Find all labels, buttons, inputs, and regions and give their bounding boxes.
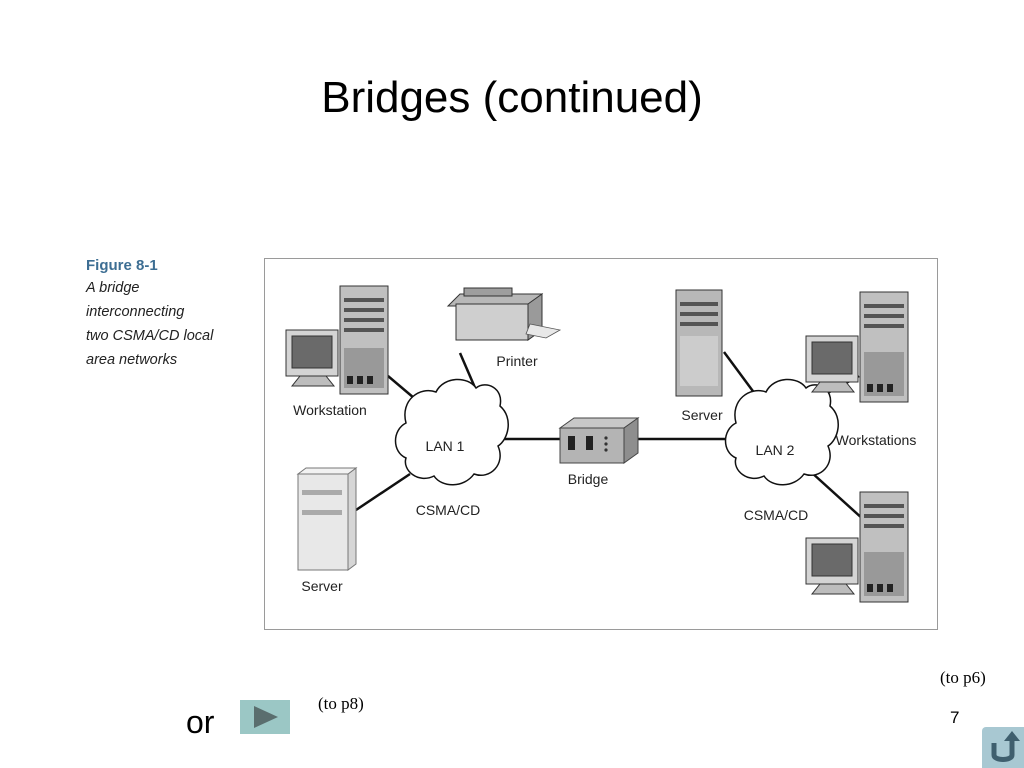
- figure-label: Figure 8-1: [86, 257, 158, 274]
- server-left-icon: [296, 467, 358, 571]
- bridge-icon: [558, 417, 640, 464]
- page-number: 7: [950, 708, 960, 727]
- return-button[interactable]: [982, 727, 1024, 768]
- csma-left-label: CSMA/CD: [416, 502, 481, 518]
- caption-line: interconnecting: [86, 304, 185, 320]
- network-diagram: LAN 1 LAN 2 Bridge: [264, 258, 938, 630]
- tower-icon: [339, 285, 389, 395]
- lan1-cloud: LAN 1: [394, 378, 509, 486]
- slide-title: Bridges (continued): [321, 73, 703, 122]
- monitor-icon: [805, 335, 859, 393]
- network-diagram-svg: LAN 1 LAN 2 Bridge: [264, 258, 938, 630]
- lan1-label: LAN 1: [426, 438, 465, 454]
- monitor-icon: [285, 329, 339, 387]
- caption-text: A bridge interconnecting two CSMA/CD loc…: [86, 276, 256, 372]
- lan2-cloud: LAN 2: [724, 378, 839, 486]
- figure-caption: Figure 8-1 A bridge interconnecting two …: [86, 256, 256, 372]
- printer-icon: [446, 287, 562, 341]
- link-to-p6[interactable]: (to p6): [940, 668, 986, 687]
- server-right-label: Server: [681, 407, 723, 423]
- csma-right-label: CSMA/CD: [744, 507, 809, 523]
- tower-icon: [859, 291, 909, 403]
- bridge-label: Bridge: [568, 471, 609, 487]
- workstations-right-label: Workstations: [836, 432, 917, 448]
- u-turn-arrow-icon: [991, 731, 1020, 762]
- monitor-icon: [805, 537, 859, 595]
- workstation-left-label: Workstation: [293, 402, 367, 418]
- server-left-label: Server: [301, 578, 343, 594]
- caption-line: area networks: [86, 352, 178, 368]
- printer-label: Printer: [496, 353, 538, 369]
- server-right-icon: [675, 289, 723, 397]
- tower-icon: [859, 491, 909, 603]
- caption-line: A bridge: [86, 280, 140, 296]
- lan2-label: LAN 2: [756, 442, 795, 458]
- play-triangle-icon: [254, 706, 278, 728]
- play-button[interactable]: [240, 700, 290, 734]
- or-text: or: [186, 704, 215, 740]
- caption-line: two CSMA/CD local: [86, 328, 214, 344]
- link-to-p8[interactable]: (to p8): [318, 694, 364, 713]
